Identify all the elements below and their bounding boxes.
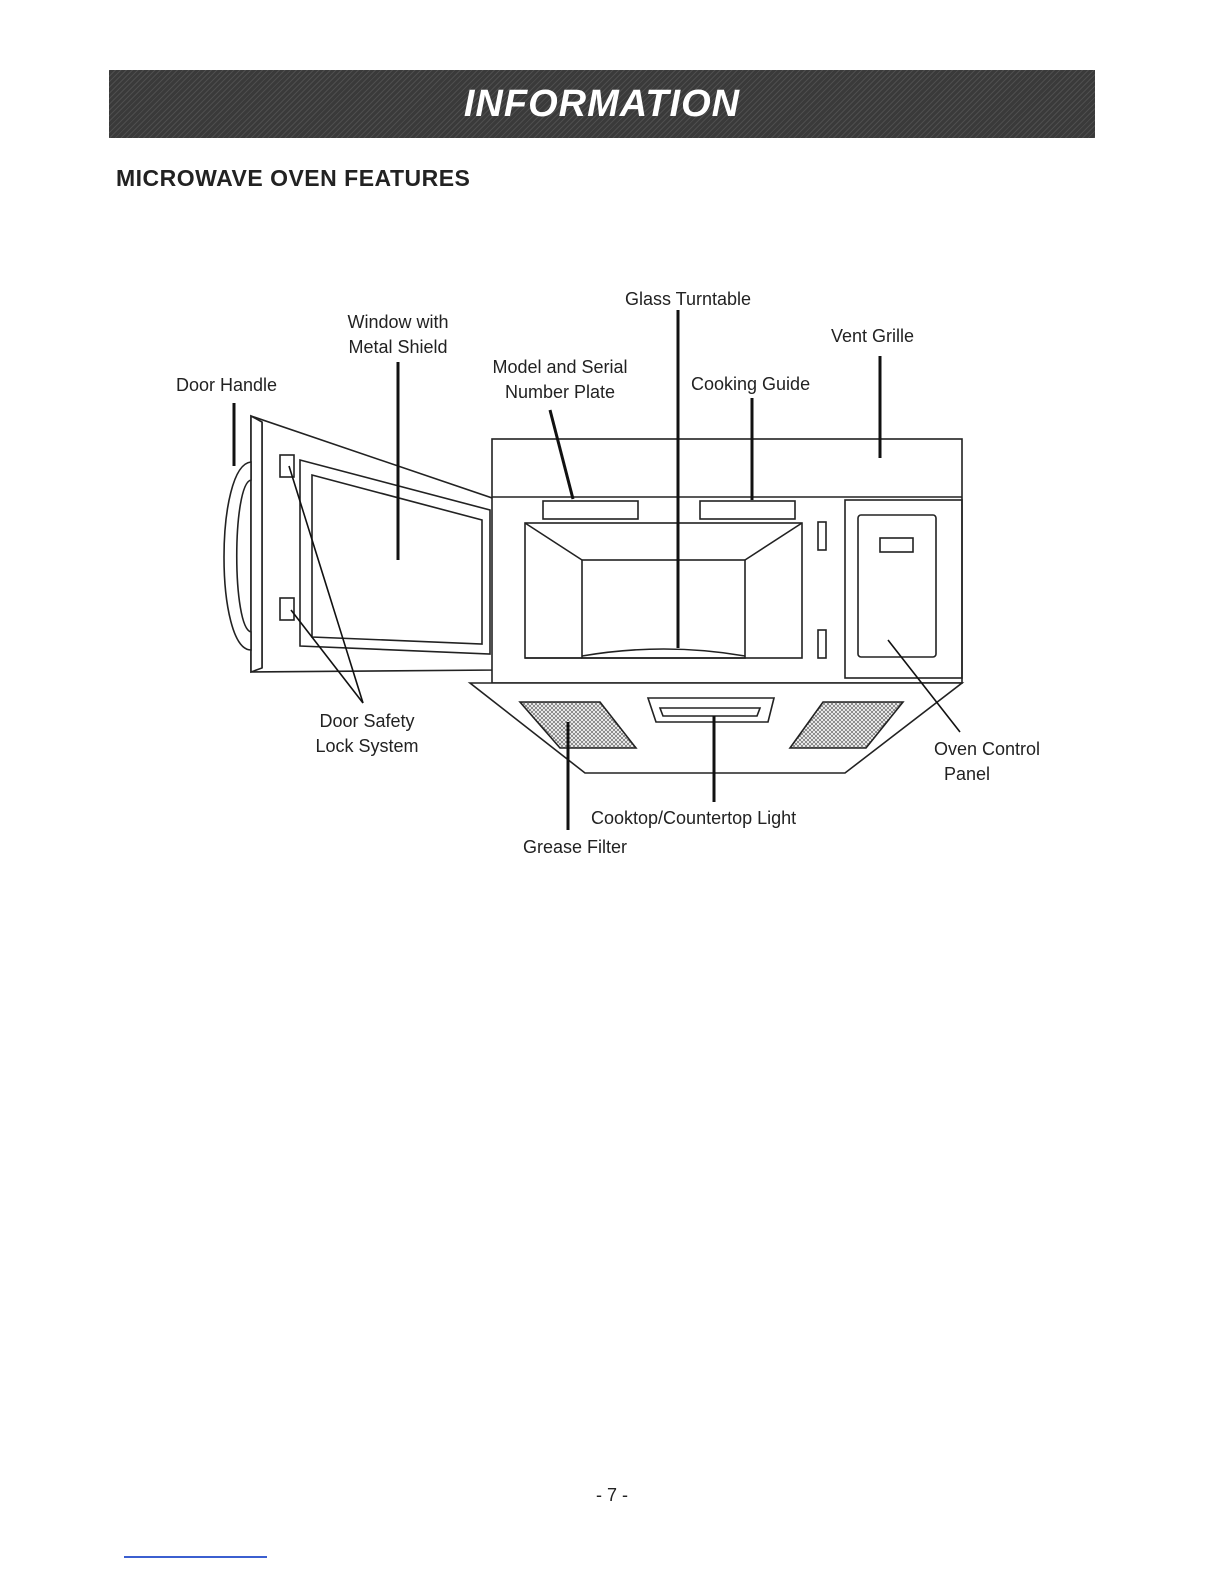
- label-vent-grille: Vent Grille: [831, 324, 914, 349]
- label-door-safety-line2: Lock System: [292, 734, 442, 759]
- page-number: - 7 -: [0, 1485, 1224, 1506]
- door-handle-icon: [224, 462, 251, 650]
- label-cooktop-light: Cooktop/Countertop Light: [591, 806, 796, 831]
- label-door-handle: Door Handle: [176, 373, 277, 398]
- cooktop-light: [648, 698, 774, 722]
- oven-bottom: [470, 683, 962, 773]
- label-model-line2: Number Plate: [470, 380, 650, 405]
- label-window-line1: Window with: [322, 310, 474, 335]
- label-grease-filter: Grease Filter: [523, 835, 627, 860]
- footer-rule: [124, 1556, 267, 1558]
- label-door-safety: Door Safety Lock System: [292, 709, 442, 759]
- label-model-plate: Model and Serial Number Plate: [470, 355, 650, 405]
- label-window-line2: Metal Shield: [322, 335, 474, 360]
- label-oven-control-line1: Oven Control: [905, 737, 1040, 762]
- label-cooking-guide: Cooking Guide: [691, 372, 810, 397]
- oven-cabinet: [492, 439, 962, 683]
- label-door-safety-line1: Door Safety: [292, 709, 442, 734]
- label-oven-control-line2: Panel: [905, 762, 1040, 787]
- label-window: Window with Metal Shield: [322, 310, 474, 360]
- label-glass-turntable: Glass Turntable: [625, 287, 751, 312]
- label-oven-control: Oven Control Panel: [905, 737, 1040, 787]
- label-model-line1: Model and Serial: [470, 355, 650, 380]
